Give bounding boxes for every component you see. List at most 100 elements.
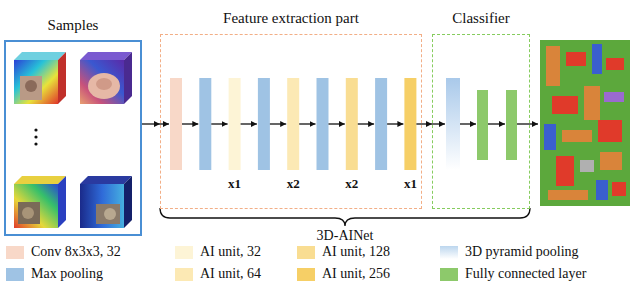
illustration-part — [375, 78, 387, 170]
illustration-part — [596, 180, 608, 200]
illustration-part — [124, 52, 132, 104]
illustration-part — [358, 123, 374, 124]
flow-arrow — [422, 123, 432, 124]
classification-map — [540, 40, 630, 206]
illustration-part — [170, 78, 182, 170]
illustration-part — [544, 124, 556, 150]
illustration-part — [598, 120, 622, 142]
legend-text: Max pooling — [31, 266, 103, 282]
illustration-part — [58, 52, 66, 104]
sample-cubes — [14, 52, 132, 228]
legend-swatch — [440, 246, 458, 259]
illustration-part — [317, 78, 329, 170]
illustration-part — [58, 176, 66, 228]
legend-swatch — [175, 268, 193, 281]
legend-text: AI unit, 256 — [322, 266, 390, 282]
illustration-part — [199, 78, 211, 170]
legend-entry: AI unit, 32 — [175, 244, 261, 260]
illustration-part — [548, 190, 588, 200]
illustration-part — [432, 123, 445, 124]
legend-entry: AI unit, 128 — [297, 244, 390, 260]
illustration-part — [229, 78, 241, 170]
legend-swatch — [297, 246, 315, 259]
illustration-part — [329, 123, 345, 124]
illustration-part — [506, 90, 517, 160]
legend-swatch — [6, 268, 24, 281]
classifier-bars — [446, 78, 517, 170]
legend-text: Conv 8x3x3, 32 — [31, 244, 121, 260]
illustration-part — [258, 78, 270, 170]
cube — [14, 176, 66, 228]
illustration-part — [488, 123, 505, 124]
illustration-part — [270, 123, 286, 124]
illustration-part — [241, 123, 257, 124]
illustration-part — [460, 123, 476, 124]
classifier-region: Classifier — [432, 34, 530, 209]
illustration-part — [211, 123, 227, 124]
illustration-part — [404, 78, 416, 170]
region-heading: Samples — [6, 16, 140, 34]
legend-text: AI unit, 128 — [322, 244, 390, 260]
illustration-part — [592, 44, 602, 74]
legend-entry: AI unit, 64 — [175, 266, 261, 282]
vertical-dots — [34, 128, 37, 145]
flow-arrow — [142, 123, 160, 124]
legend-text: AI unit, 32 — [200, 244, 261, 260]
illustration-part — [540, 40, 630, 206]
cube — [14, 52, 66, 104]
legend-swatch — [6, 246, 24, 259]
repeat-count: x1 — [228, 176, 241, 192]
illustration-part — [606, 58, 624, 70]
illustration-part — [34, 142, 37, 145]
repeat-count: x2 — [345, 176, 358, 192]
legend-swatch — [297, 268, 315, 281]
illustration-part — [299, 123, 315, 124]
illustration-part — [477, 90, 488, 160]
legend-entry: Conv 8x3x3, 32 — [6, 244, 121, 260]
illustration-part — [104, 208, 116, 220]
legend-text: Fully connected layer — [465, 266, 586, 282]
illustration-part — [96, 78, 112, 90]
legend-swatch — [175, 246, 193, 259]
illustration-part — [160, 123, 169, 124]
illustration-part — [14, 176, 66, 184]
illustration-part — [88, 73, 120, 99]
illustration-part — [580, 160, 594, 172]
legend-entry: 3D pyramid pooling — [440, 244, 579, 260]
region-heading: Feature extraction part — [161, 9, 421, 27]
illustration-part — [34, 128, 37, 131]
illustration-part — [287, 78, 299, 170]
illustration-part — [25, 80, 37, 92]
illustration-part — [80, 184, 124, 228]
illustration-part — [600, 152, 622, 170]
illustration-part — [584, 86, 600, 120]
illustration-part — [14, 184, 58, 228]
illustration-part — [96, 204, 120, 224]
illustration-part — [14, 60, 58, 104]
illustration-part — [546, 46, 560, 86]
illustration-part — [552, 96, 578, 114]
legend-entry: AI unit, 256 — [297, 266, 390, 282]
illustration-part — [124, 176, 132, 228]
legend-entry: Fully connected layer — [440, 266, 586, 282]
illustration-part — [22, 207, 34, 219]
samples-box: Samples — [4, 40, 142, 236]
legend-text: AI unit, 64 — [200, 266, 261, 282]
cube — [80, 52, 132, 104]
illustration-part — [556, 156, 574, 186]
illustration-part — [80, 52, 132, 60]
layer-bars — [170, 78, 416, 170]
illustration-part — [346, 78, 358, 170]
illustration-part — [562, 130, 592, 142]
layer-arrows — [160, 123, 538, 124]
illustration-part — [80, 176, 132, 184]
illustration-part — [80, 60, 124, 104]
illustration-part — [604, 92, 624, 102]
illustration-part — [20, 76, 42, 100]
illustration-part — [387, 123, 403, 124]
illustration-part — [612, 182, 626, 196]
illustration-part — [182, 123, 198, 124]
repeat-count: x1 — [404, 176, 417, 192]
bracket — [160, 208, 530, 226]
